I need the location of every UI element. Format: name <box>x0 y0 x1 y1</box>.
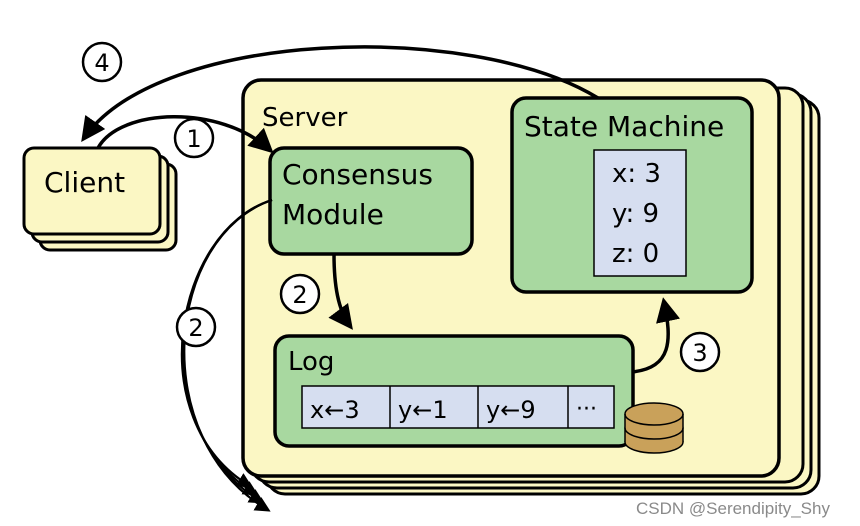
disk-stack-icon <box>624 402 684 454</box>
client-stack <box>22 146 178 252</box>
arrow-step-4 <box>81 45 599 143</box>
svg-text:1: 1 <box>186 125 201 153</box>
svg-text:2: 2 <box>292 281 307 309</box>
log-entry-3: y←9 <box>486 396 536 424</box>
step-badge-1: 1 <box>173 117 215 159</box>
watermark: CSDN @Serendipity_Shy <box>636 499 830 518</box>
flow-arrows <box>81 45 681 374</box>
log-table <box>301 385 615 429</box>
client-label: Client <box>44 166 125 199</box>
state-entry-x: x: 3 <box>612 159 661 189</box>
svg-text:4: 4 <box>94 49 109 77</box>
step-badge-3: 3 <box>679 331 721 373</box>
step-badge-2-log: 2 <box>279 273 321 315</box>
consensus-module-label-line1: Consensus <box>282 158 433 191</box>
client-box <box>22 146 162 236</box>
step-badge-4: 4 <box>81 41 123 83</box>
arrow-step-2-log <box>328 253 353 330</box>
svg-text:3: 3 <box>692 339 707 367</box>
state-table <box>593 149 687 277</box>
state-entry-z: z: 0 <box>612 239 659 269</box>
log-entry-1: x←3 <box>310 396 360 424</box>
server-label: Server <box>262 103 348 133</box>
log-entry-ellipsis: ··· <box>576 397 597 422</box>
state-machine-label: State Machine <box>524 110 724 143</box>
arrow-step-1 <box>96 115 274 154</box>
arrow-step-3 <box>631 297 681 374</box>
state-entry-y: y: 9 <box>612 199 659 229</box>
log-label: Log <box>288 347 334 377</box>
svg-text:2: 2 <box>188 314 203 342</box>
step-badge-2-replicate: 2 <box>175 306 217 348</box>
log-entry-2: y←1 <box>398 396 448 424</box>
consensus-module-label-line2: Module <box>282 198 384 231</box>
